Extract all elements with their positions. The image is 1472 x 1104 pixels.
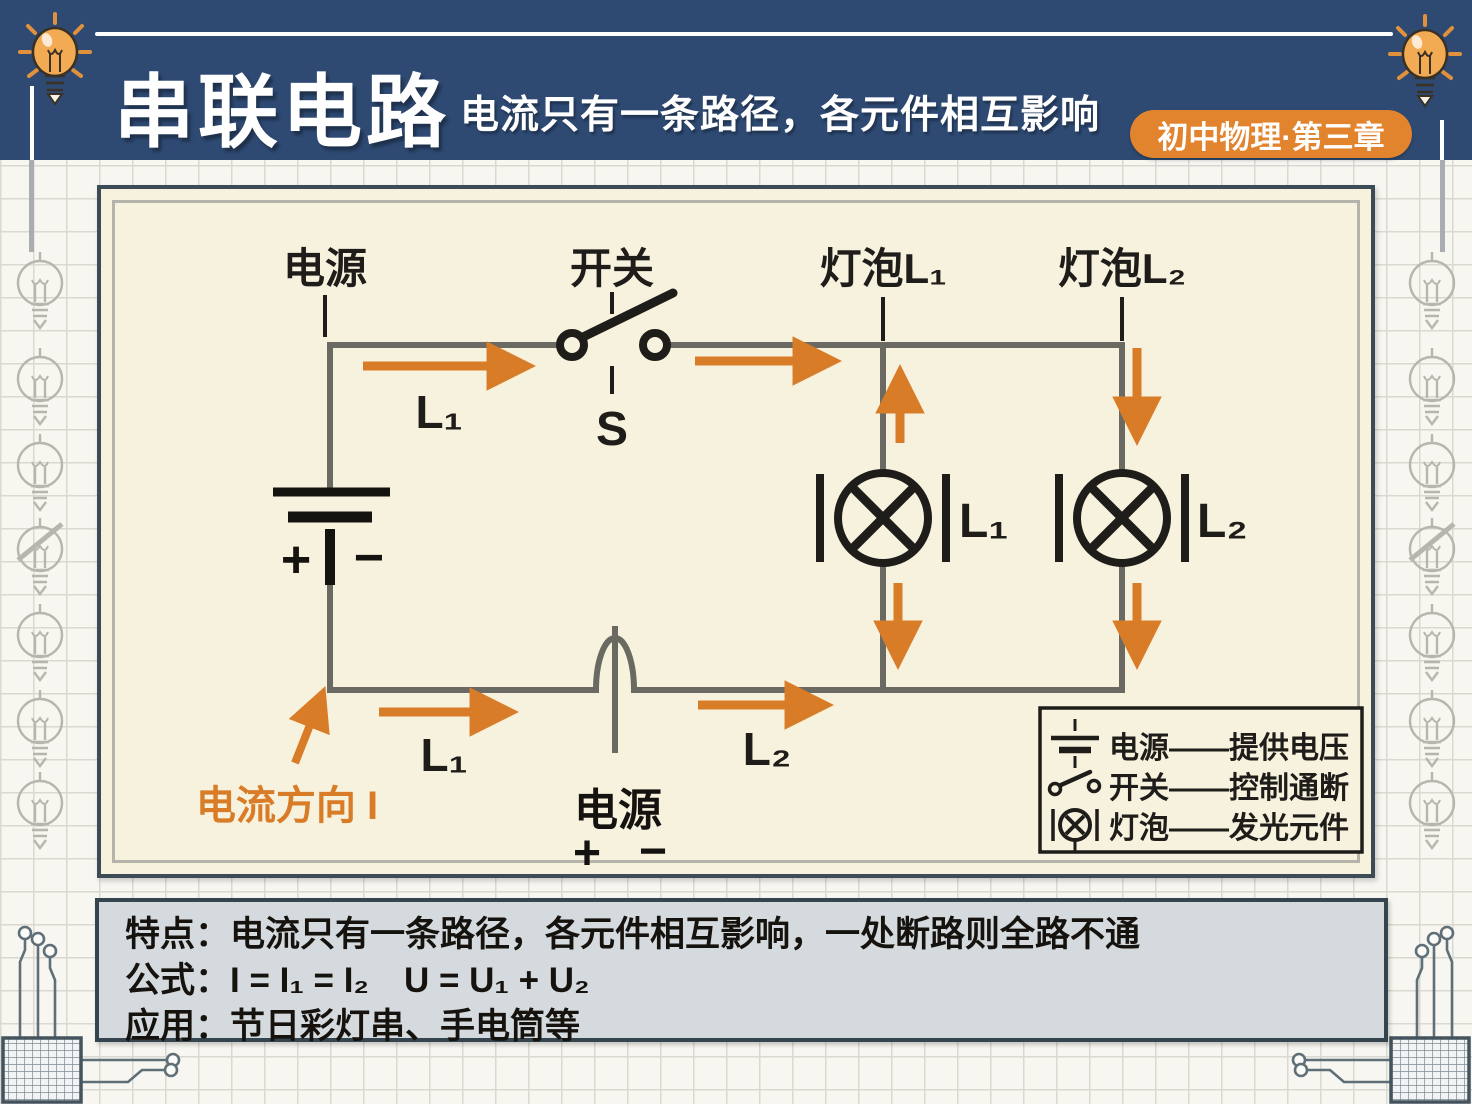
wire-label-top-left: L₁ [415, 386, 462, 438]
bulb2-side-label: L₂ [1197, 495, 1248, 548]
lightbulb-doodle-column-right [1408, 250, 1456, 850]
power-bottom-minus: − [639, 825, 667, 878]
lightbulb-icon [18, 12, 92, 106]
bulb1-symbol [816, 469, 950, 567]
header-tail-line-left [29, 160, 34, 252]
bulb-icon [1051, 808, 1099, 852]
legend-row-switch: 开关——控制通断 [1109, 772, 1349, 805]
wire-label-bottom-mid: L₂ [743, 723, 792, 775]
battery-symbol [273, 487, 390, 585]
bulb1-side-label: L₁ [959, 495, 1008, 548]
power-bottom-label: 电源 [574, 786, 662, 835]
header-rule [95, 32, 1393, 36]
switch-top-label: 开关 [570, 245, 654, 292]
current-arrows [288, 336, 1162, 765]
panel-inner-frame [112, 200, 1360, 863]
circuit-panel: 电源 开关 灯泡L₁ 灯泡L₂ S + − [97, 185, 1375, 878]
header-rule-left [30, 86, 34, 160]
battery-icon [1051, 719, 1099, 768]
page-title: 串联电路 [114, 68, 450, 157]
battery-minus-label: − [354, 529, 384, 587]
switch-icon [1047, 769, 1102, 797]
circuit-diagram: 电源 开关 灯泡L₁ 灯泡L₂ S + − [196, 245, 1364, 878]
header-tail-line-right [1440, 160, 1445, 252]
switch-s-label: S [596, 403, 628, 456]
circuit-chip-doodle-left [1, 925, 181, 1104]
header: 串联电路 电流只有一条路径，各元件相互影响 初中物理·第三章 [0, 0, 1472, 160]
circuit-chip-doodle-right [1291, 925, 1471, 1104]
wire-label-bottom-left: L₁ [420, 729, 467, 781]
bulb2-top-label: 灯泡L₂ [1058, 245, 1186, 292]
header-rule-right [1440, 120, 1444, 160]
legend-row-bulb: 灯泡——发光元件 [1109, 812, 1349, 845]
info-line-formula: 公式：I = I₁ = I₂ U = U₁ + U₂ [125, 961, 590, 1000]
current-direction-label: 电流方向 I [196, 784, 378, 828]
lightbulb-icon [1388, 14, 1462, 108]
power-bottom-plus: + [573, 827, 601, 878]
bulb1-top-label: 灯泡L₁ [819, 245, 946, 292]
legend-box: 电源——提供电压 开关——控制通断 灯泡——发光元件 [1038, 706, 1364, 854]
wire-bottom [327, 560, 1125, 693]
page-subtitle: 电流只有一条路径，各元件相互影响 [460, 94, 1101, 137]
label-ticks [323, 292, 1124, 394]
battery-plus-label: + [281, 531, 311, 589]
chapter-badge: 初中物理·第三章 [1130, 110, 1412, 158]
power-top-label: 电源 [283, 245, 367, 292]
info-line-application: 应用：节日彩灯串、手电筒等 [125, 1007, 581, 1046]
bulb2-symbol [1055, 469, 1189, 567]
info-panel: 特点：电流只有一条路径，各元件相互影响，一处断路则全路不通 公式：I = I₁ … [95, 898, 1388, 1046]
lightbulb-doodle-column-left [16, 250, 64, 850]
info-line-features: 特点：电流只有一条路径，各元件相互影响，一处断路则全路不通 [125, 915, 1141, 954]
legend-row-power: 电源——提供电压 [1109, 732, 1349, 765]
switch-symbol [556, 288, 678, 361]
current-direction-pointer [288, 686, 330, 765]
